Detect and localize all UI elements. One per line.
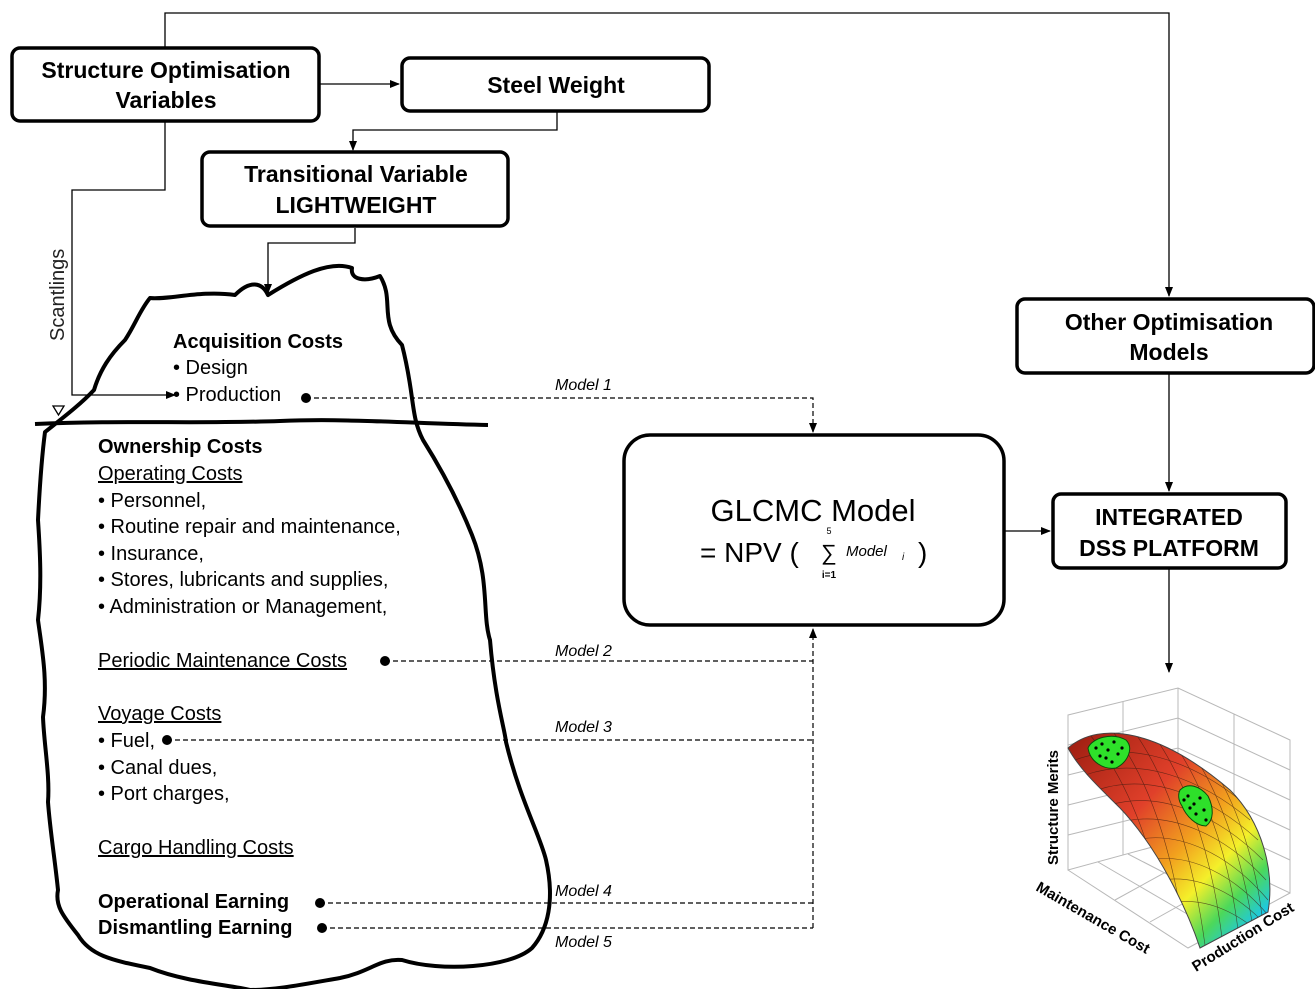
glcmc-npv-suffix: ) (918, 537, 927, 568)
model-1-line (306, 397, 817, 433)
steel-weight-box: Steel Weight (400, 56, 711, 113)
voyage-item-canal: • Canal dues, (98, 757, 217, 779)
sum-term: Model (846, 543, 888, 560)
operating-item-administration: • Administration or Management, (98, 596, 387, 618)
operational-connector-dot (315, 898, 325, 908)
to-iceberg-arrow (264, 228, 356, 294)
integrated-line1: INTEGRATED (1095, 504, 1243, 530)
sum-symbol: ∑ (821, 540, 837, 565)
water-level-marker (51, 405, 66, 417)
model-2-label: Model 2 (555, 643, 612, 660)
dismantling-connector-dot (317, 923, 327, 933)
z-axis-label: Structure Merits (1045, 750, 1062, 865)
structure-optimisation-box: Structure Optimisation Variables (10, 46, 321, 123)
top-connector (164, 12, 1173, 297)
structure-optimisation-line1: Structure Optimisation (41, 57, 290, 83)
cluster-upper-left (1087, 735, 1131, 769)
transitional-variable-box: Transitional Variable LIGHTWEIGHT (200, 150, 510, 228)
operating-costs-title: Operating Costs (98, 463, 243, 485)
integrated-dss-box: INTEGRATED DSS PLATFORM (1051, 492, 1288, 570)
transitional-line2: LIGHTWEIGHT (276, 192, 437, 218)
scantlings-label: Scantlings (47, 249, 69, 341)
operating-item-repair: • Routine repair and maintenance, (98, 516, 401, 538)
periodic-maintenance-costs: Periodic Maintenance Costs (98, 650, 347, 672)
x-axis-label: Maintenance Cost (1033, 879, 1153, 958)
sum-subscript: i (902, 552, 905, 563)
to-transitional-arrow (349, 111, 558, 151)
glcmc-title: GLCMC Model (711, 493, 916, 528)
voyage-item-port: • Port charges, (98, 783, 230, 805)
scantlings-connector (71, 121, 176, 399)
production-connector-dot (301, 393, 311, 403)
glcmc-npv-prefix: = NPV ( (700, 537, 799, 568)
operating-item-insurance: • Insurance, (98, 543, 204, 565)
dismantling-earning: Dismantling Earning (98, 917, 292, 939)
acquisition-costs-title: Acquisition Costs (173, 331, 343, 353)
other-optimisation-line2: Models (1129, 339, 1208, 365)
glcmc-model-box: GLCMC Model = NPV ( 5 ∑ i=1 Model i ) (622, 433, 1006, 627)
operating-item-stores: • Stores, lubricants and supplies, (98, 569, 389, 591)
other-optimisation-line1: Other Optimisation (1065, 309, 1273, 335)
cargo-handling-costs: Cargo Handling Costs (98, 837, 294, 859)
model-3-label: Model 3 (555, 719, 612, 736)
acquisition-item-design: • Design (173, 357, 248, 379)
integrated-line2: DSS PLATFORM (1079, 535, 1259, 561)
sum-upper-limit: 5 (826, 526, 831, 536)
structure-optimisation-line2: Variables (115, 87, 216, 113)
operating-item-personnel: • Personnel, (98, 490, 206, 512)
transitional-line1: Transitional Variable (244, 161, 468, 187)
iceberg-outline (36, 263, 552, 989)
other-optimisation-box: Other Optimisation Models (1015, 297, 1315, 375)
waterline (34, 418, 489, 427)
sum-lower-limit: i=1 (822, 570, 837, 581)
surface-shape (1067, 732, 1271, 949)
model-5-label: Model 5 (555, 934, 612, 951)
voyage-costs-title: Voyage Costs (98, 703, 221, 725)
cluster-points (1094, 740, 1208, 822)
voyage-item-fuel: • Fuel, (98, 730, 155, 752)
model-1-label: Model 1 (555, 377, 612, 394)
periodic-connector-dot (380, 656, 390, 666)
fuel-connector-dot (162, 735, 172, 745)
model-4-label: Model 4 (555, 883, 612, 900)
acquisition-item-production: • Production (173, 384, 281, 406)
surface-plot: Structure Merits Maintenance Cost Produc… (1033, 687, 1297, 975)
operational-earning: Operational Earning (98, 891, 289, 913)
ownership-costs-title: Ownership Costs (98, 436, 262, 458)
steel-weight-label: Steel Weight (487, 72, 625, 98)
